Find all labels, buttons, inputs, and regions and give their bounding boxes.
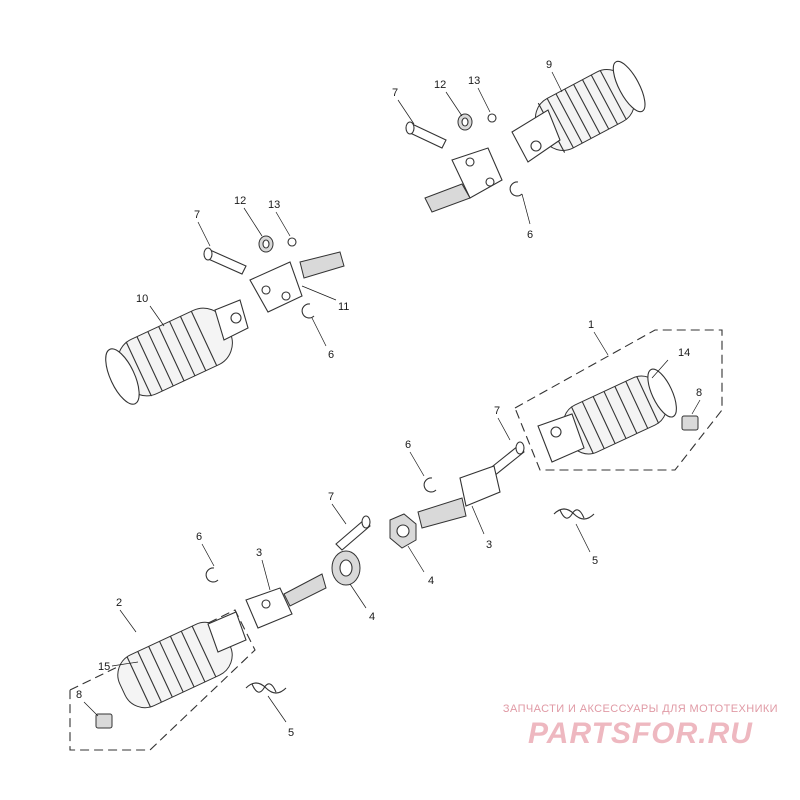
callout-6: 6 bbox=[405, 439, 411, 451]
clip-6-upper-right bbox=[509, 181, 523, 197]
bracket-11 bbox=[249, 251, 345, 313]
nut-4-right bbox=[389, 513, 417, 549]
watermark-tagline: ЗАПЧАСТИ И АКСЕССУАРЫ ДЛЯ МОТОТЕХНИКИ bbox=[502, 703, 778, 715]
washer-12-upper-left bbox=[258, 235, 274, 253]
callout-15: 15 bbox=[98, 661, 110, 673]
watermark: ЗАПЧАСТИ И АКСЕССУАРЫ ДЛЯ МОТОТЕХНИКИ PA… bbox=[503, 703, 778, 751]
callout-12: 12 bbox=[434, 79, 446, 91]
pin-7-upper-right bbox=[405, 121, 447, 149]
ring-13-upper-right bbox=[487, 113, 497, 123]
callout-7: 7 bbox=[194, 209, 200, 221]
bracket-3-right bbox=[417, 465, 501, 529]
callout-13: 13 bbox=[468, 75, 480, 87]
nut-4-left bbox=[331, 550, 361, 586]
callout-1: 1 bbox=[588, 319, 594, 331]
footpeg-10 bbox=[105, 299, 249, 405]
assembly-2-outline bbox=[69, 609, 256, 751]
callout-12: 12 bbox=[234, 195, 246, 207]
callout-6: 6 bbox=[328, 349, 334, 361]
callout-11: 11 bbox=[338, 301, 349, 313]
footpeg-15 bbox=[117, 611, 247, 709]
spring-5-left bbox=[245, 682, 287, 694]
callout-4: 4 bbox=[369, 611, 375, 623]
callout-2: 2 bbox=[116, 597, 122, 609]
footpeg-9 bbox=[511, 60, 646, 163]
clip-6-center bbox=[423, 477, 437, 493]
callout-7: 7 bbox=[392, 87, 398, 99]
callout-5: 5 bbox=[288, 727, 294, 739]
callout-8: 8 bbox=[76, 689, 82, 701]
callout-4: 4 bbox=[428, 575, 434, 587]
callout-10: 10 bbox=[136, 293, 148, 305]
leader-lines bbox=[83, 71, 701, 723]
callout-7: 7 bbox=[328, 491, 334, 503]
callouts: 7 12 13 9 6 7 12 13 11 10 6 1 14 8 7 6 3… bbox=[76, 59, 702, 739]
callout-3: 3 bbox=[486, 539, 492, 551]
assembly-1-outline bbox=[514, 329, 723, 471]
plug-8-right bbox=[681, 415, 699, 431]
washer-12-upper-right bbox=[457, 113, 473, 131]
ring-13-upper-left bbox=[287, 237, 297, 247]
bracket-upper-right bbox=[424, 147, 503, 213]
callout-6: 6 bbox=[196, 531, 202, 543]
plug-8-left bbox=[95, 713, 113, 729]
pin-7-upper-left bbox=[203, 247, 247, 275]
callout-9: 9 bbox=[546, 59, 552, 71]
callout-6: 6 bbox=[527, 229, 533, 241]
callout-5: 5 bbox=[592, 555, 598, 567]
callout-14: 14 bbox=[678, 347, 690, 359]
clip-6-upper-left bbox=[301, 303, 315, 319]
spring-5-right bbox=[553, 508, 595, 520]
pin-7-center bbox=[335, 515, 371, 551]
watermark-logo: PARTSFOR.RU bbox=[528, 717, 753, 750]
callout-3: 3 bbox=[256, 547, 262, 559]
bracket-3-left bbox=[245, 573, 327, 629]
footpeg-14 bbox=[537, 368, 677, 463]
callout-8: 8 bbox=[696, 387, 702, 399]
clip-6-lower-left bbox=[205, 567, 219, 583]
callout-7: 7 bbox=[494, 405, 500, 417]
callout-13: 13 bbox=[268, 199, 280, 211]
